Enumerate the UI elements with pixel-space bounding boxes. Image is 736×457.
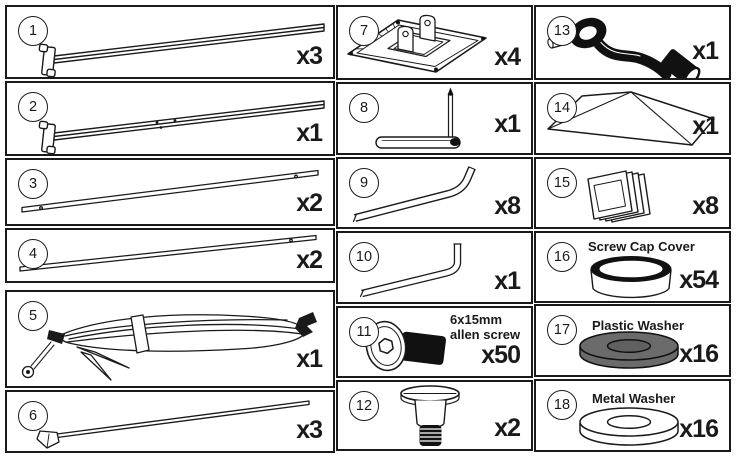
part-number: 4 bbox=[28, 246, 38, 262]
quantity-label: x54 bbox=[679, 266, 719, 294]
part-cell-16: 16 Screw Cap Cover x54 bbox=[534, 231, 731, 303]
part-illustration-plastic-washer bbox=[579, 331, 679, 369]
part-number: 10 bbox=[355, 249, 373, 265]
part-cell-10: 10 x1 bbox=[336, 231, 533, 304]
part-number: 16 bbox=[553, 249, 571, 265]
part-number-badge: 8 bbox=[349, 93, 379, 123]
part-cell-3: 3 x2 bbox=[5, 158, 335, 226]
quantity-label: x16 bbox=[679, 340, 719, 368]
part-illustration-pole-with-bracket bbox=[38, 23, 325, 77]
part-illustration-long-pole bbox=[21, 169, 319, 213]
part-illustration-pole-with-cap bbox=[36, 400, 310, 449]
quantity-label: x1 bbox=[296, 345, 323, 373]
part-number: 8 bbox=[359, 100, 369, 116]
part-cell-6: 6 x3 bbox=[5, 390, 335, 453]
part-illustration-cord-bundle bbox=[21, 312, 317, 381]
part-cell-17: 17 Plastic Washer x16 bbox=[534, 304, 731, 377]
quantity-label: x4 bbox=[494, 43, 521, 71]
part-cell-5: 5 x1 bbox=[5, 290, 335, 388]
part-label-line1: 6x15mm bbox=[450, 312, 503, 327]
part-illustration-pole-with-bracket-holes bbox=[38, 100, 325, 154]
part-number: 3 bbox=[28, 176, 38, 192]
part-number-badge: 15 bbox=[547, 168, 577, 198]
part-number-badge: 14 bbox=[547, 93, 577, 123]
part-number-badge: 18 bbox=[547, 390, 577, 420]
quantity-label: x2 bbox=[296, 246, 323, 274]
part-illustration-pin-with-sleeve bbox=[375, 87, 461, 149]
part-number-badge: 13 bbox=[547, 16, 577, 46]
part-number: 13 bbox=[553, 23, 571, 39]
quantity-label: x3 bbox=[296, 42, 323, 70]
part-number: 2 bbox=[28, 99, 38, 115]
part-number-badge: 17 bbox=[547, 315, 577, 345]
part-number: 14 bbox=[553, 100, 571, 116]
part-number-badge: 4 bbox=[18, 239, 48, 269]
part-number: 7 bbox=[359, 23, 369, 39]
part-illustration-canopy-panel bbox=[547, 91, 715, 146]
part-number: 18 bbox=[553, 397, 571, 413]
part-cell-4: 4 x2 bbox=[5, 228, 335, 283]
quantity-label: x3 bbox=[296, 416, 323, 444]
quantity-label: x16 bbox=[679, 415, 719, 443]
part-cell-9: 9 x8 bbox=[336, 157, 533, 229]
part-number-badge: 16 bbox=[547, 242, 577, 272]
part-cell-2: 2 x1 bbox=[5, 81, 335, 156]
part-number: 12 bbox=[355, 398, 373, 414]
part-cell-8: 8 x1 bbox=[336, 82, 533, 155]
part-number: 11 bbox=[356, 324, 372, 340]
part-label-line2: allen screw bbox=[450, 327, 521, 342]
quantity-label: x1 bbox=[296, 119, 323, 147]
part-cell-18: 18 Metal Washer x16 bbox=[534, 379, 731, 452]
part-illustration-screw-cap-cover bbox=[590, 256, 672, 299]
part-number-badge: 3 bbox=[18, 169, 48, 199]
quantity-label: x50 bbox=[481, 341, 521, 369]
quantity-label: x1 bbox=[494, 110, 521, 138]
part-cell-12: 12 x2 bbox=[336, 380, 533, 451]
part-label: Screw Cap Cover bbox=[588, 239, 695, 254]
part-illustration-square-end-cap bbox=[587, 170, 651, 223]
quantity-label: x8 bbox=[692, 192, 719, 220]
part-number: 1 bbox=[28, 23, 38, 39]
part-illustration-crank-bracket bbox=[547, 17, 701, 78]
part-illustration-bent-tube bbox=[352, 166, 476, 223]
part-cell-13: 13 x1 bbox=[534, 5, 731, 80]
part-illustration-base-plate bbox=[347, 14, 487, 73]
part-number: 6 bbox=[28, 408, 38, 424]
part-cell-7: 7 x4 bbox=[336, 5, 533, 80]
part-number: 9 bbox=[359, 175, 369, 191]
part-number-badge: 1 bbox=[18, 16, 48, 46]
part-illustration-long-pole bbox=[19, 234, 317, 272]
part-number-badge: 12 bbox=[349, 391, 379, 421]
part-label: Metal Washer bbox=[592, 391, 676, 406]
part-number-badge: 7 bbox=[349, 16, 379, 46]
part-label: Plastic Washer bbox=[592, 318, 685, 333]
part-cell-15: 15 x8 bbox=[534, 157, 731, 229]
quantity-label: x2 bbox=[296, 189, 323, 217]
part-cell-14: 14 x1 bbox=[534, 82, 731, 155]
part-number-badge: 6 bbox=[18, 401, 48, 431]
quantity-label: x1 bbox=[692, 37, 719, 65]
part-number-badge: 10 bbox=[349, 242, 379, 272]
part-number-badge: 5 bbox=[18, 301, 48, 331]
quantity-label: x8 bbox=[494, 192, 521, 220]
part-number: 15 bbox=[553, 175, 571, 191]
part-number-badge: 9 bbox=[349, 168, 379, 198]
part-illustration-allen-key bbox=[359, 243, 462, 298]
part-number: 17 bbox=[553, 322, 571, 338]
part-number: 5 bbox=[28, 308, 38, 324]
part-cell-1: 1 x3 bbox=[5, 5, 335, 79]
quantity-label: x1 bbox=[692, 112, 719, 140]
part-illustration-metal-washer bbox=[579, 407, 679, 446]
part-number-badge: 11 bbox=[349, 317, 379, 347]
part-illustration-shoulder-bolt bbox=[400, 385, 460, 446]
part-number-badge: 2 bbox=[18, 92, 48, 122]
quantity-label: x1 bbox=[494, 267, 521, 295]
quantity-label: x2 bbox=[494, 414, 521, 442]
